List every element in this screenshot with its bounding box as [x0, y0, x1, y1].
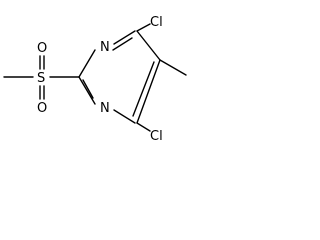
bond-c6-cl [136, 23, 151, 32]
atom-label-cl-lower: Cl [150, 129, 163, 144]
bond-n1-c6 [113, 30, 136, 45]
atom-label-n-lower: N [100, 101, 110, 116]
bond-c5-c4-inner [132, 61, 155, 117]
bond-c5-methyl [159, 59, 187, 76]
atom-label-sulfur: S [37, 71, 45, 86]
bond-c5-c4 [136, 59, 161, 124]
bond-n3-c2-inner [82, 79, 94, 99]
bond-c4-n3 [113, 109, 136, 124]
structure-diagram: N N Cl Cl S O O [3, 15, 187, 144]
atom-label-oxygen-upper: O [37, 41, 47, 56]
bond-c2-n1 [78, 49, 96, 78]
bond-n1-c6-inner [112, 37, 133, 51]
bond-c6-c5 [136, 30, 161, 61]
atom-label-cl-upper: Cl [150, 15, 163, 30]
bond-c4-cl [136, 122, 151, 132]
atom-label-n-upper: N [100, 40, 110, 55]
atom-label-oxygen-lower: O [37, 101, 47, 116]
bond-n3-c2 [78, 76, 96, 105]
